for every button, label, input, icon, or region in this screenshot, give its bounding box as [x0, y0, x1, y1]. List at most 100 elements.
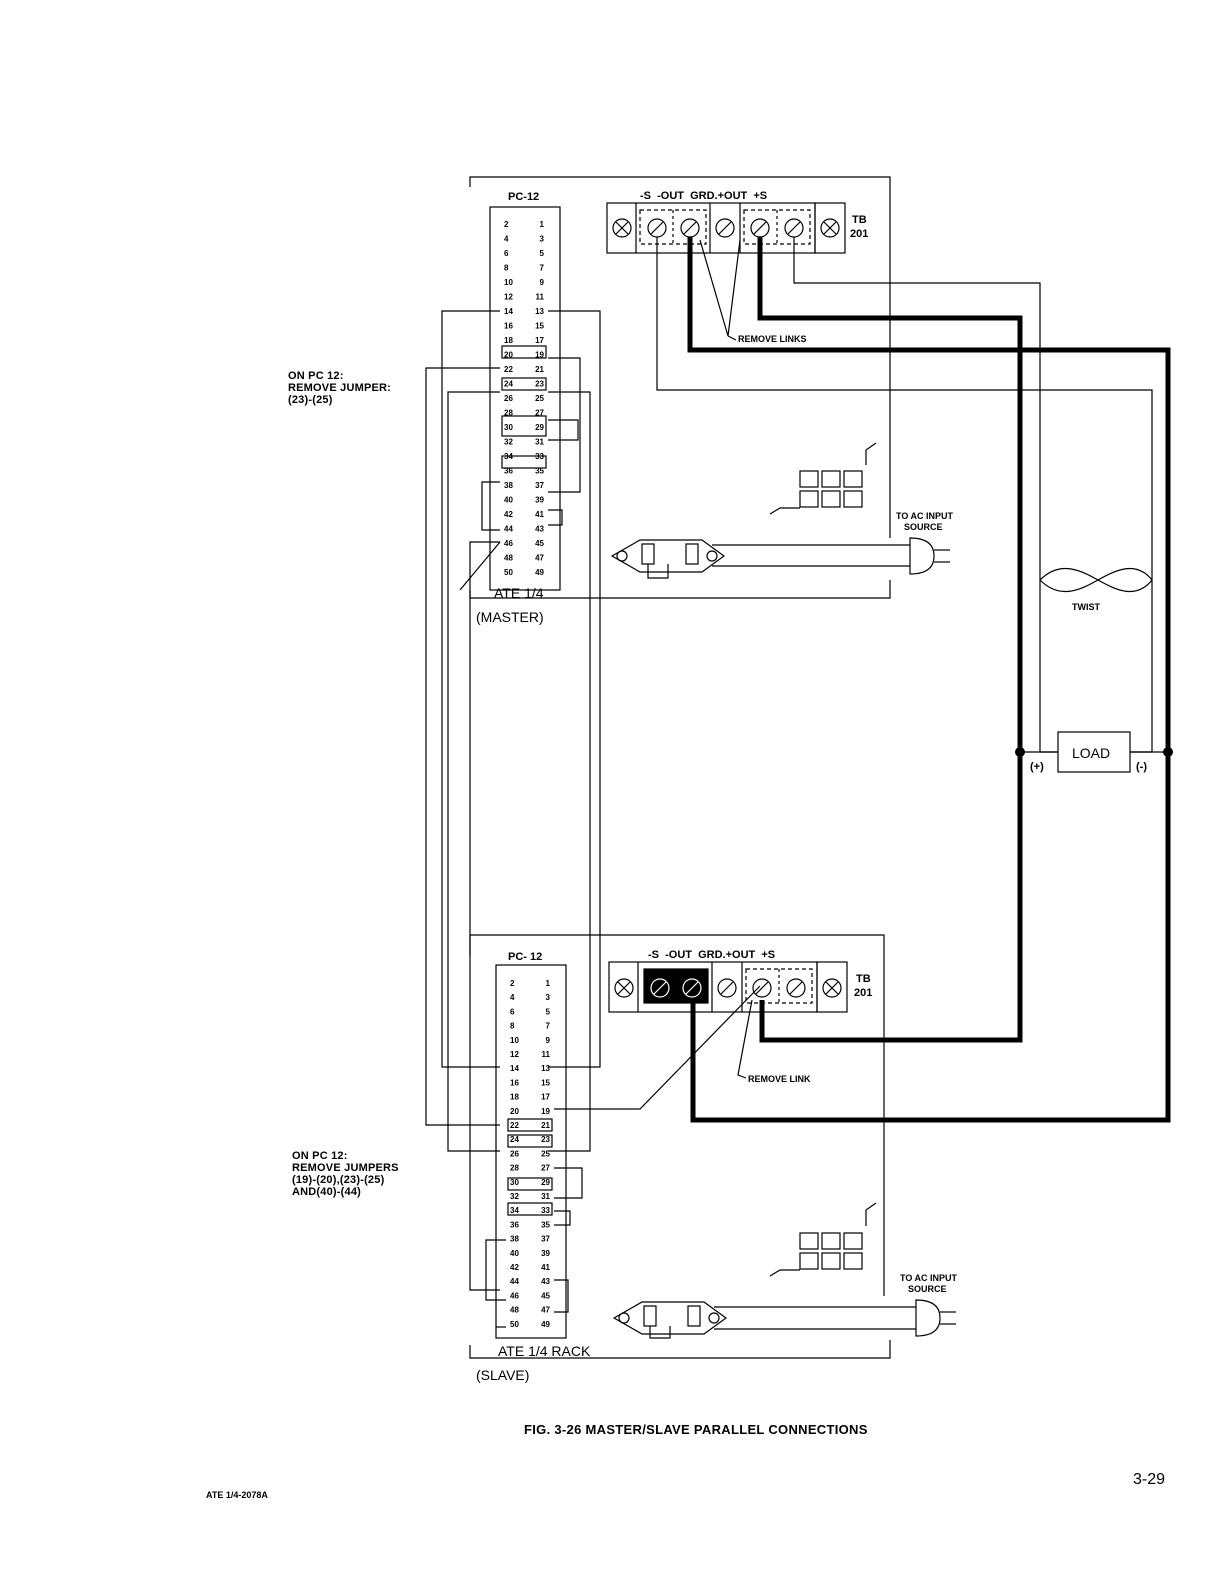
slave-pin-22: 22 — [510, 1121, 519, 1130]
master-loop-38 — [481, 481, 500, 531]
master-tb-label-2: 201 — [850, 228, 868, 240]
slave-pin-18: 18 — [510, 1093, 519, 1102]
slave-pin-13: 13 — [541, 1064, 550, 1073]
slave-unit-label: ATE 1/4 RACK — [498, 1343, 591, 1359]
slave-pin-17: 17 — [541, 1093, 550, 1102]
slave-terminal-header: -S -OUT GRD.+OUT +S — [648, 949, 775, 961]
slave-jumper-34-33 — [507, 1202, 553, 1216]
slave-note-line-1: ON PC 12: — [292, 1150, 348, 1162]
master-remove-links-pointer — [699, 239, 741, 337]
master-pin-40: 40 — [504, 496, 513, 505]
master-pin-46: 46 — [504, 539, 513, 548]
master-pin-34: 34 — [504, 452, 513, 461]
master-pin-27: 27 — [535, 409, 544, 418]
footer-document-id: ATE 1/4-2078A — [206, 1490, 268, 1500]
master-loop-21 — [548, 357, 581, 493]
twist-label: TWIST — [1072, 602, 1100, 612]
slave-pin-15: 15 — [541, 1078, 550, 1087]
master-chassis-line-bottom — [469, 580, 891, 599]
slave-pin-27: 27 — [541, 1164, 550, 1173]
slave-tb-label-2: 201 — [854, 987, 872, 999]
load-label: LOAD — [1072, 745, 1110, 761]
slave-chassis-line-top — [469, 934, 885, 1296]
master-tb-end — [814, 202, 846, 254]
slave-wire-19-to-out — [554, 985, 761, 1110]
master-note: ON PC 12: REMOVE JUMPER: (23)-(25) — [288, 370, 391, 406]
master-wire-26 — [447, 391, 500, 1152]
master-pin-39: 39 — [535, 496, 544, 505]
master-pin-19: 19 — [535, 351, 544, 360]
master-pin-17: 17 — [535, 336, 544, 345]
master-note-line-1: ON PC 12: — [288, 370, 344, 382]
load-minus-label: (-) — [1136, 761, 1147, 773]
slave-pin-20: 20 — [510, 1107, 519, 1116]
slave-pin-26: 26 — [510, 1149, 519, 1158]
slave-pin-4: 4 — [510, 993, 515, 1002]
page-number: 3-29 — [1133, 1471, 1166, 1488]
slave-pin-30: 30 — [510, 1178, 519, 1187]
slave-pin-19: 19 — [541, 1107, 550, 1116]
slave-jumper-22-21 — [507, 1118, 553, 1132]
master-pin-13: 13 — [535, 307, 544, 316]
master-loop-41 — [548, 509, 563, 526]
master-wire-25 — [548, 391, 591, 1152]
slave-pin-33: 33 — [541, 1206, 550, 1215]
master-pin-24: 24 — [504, 380, 513, 389]
slave-pin-28: 28 — [510, 1164, 519, 1173]
master-note-line-3: (23)-(25) — [288, 394, 333, 406]
master-pc12-connector — [489, 206, 561, 591]
master-pin-11: 11 — [536, 293, 545, 302]
slave-pin-29: 29 — [541, 1178, 550, 1187]
slave-pin-31: 31 — [541, 1192, 550, 1201]
master-pin-31: 31 — [535, 438, 544, 447]
master-pin-47: 47 — [535, 554, 544, 563]
master-tb-screw-right — [820, 218, 840, 238]
master-wire-22 — [425, 367, 500, 1126]
slave-pin-6: 6 — [510, 1007, 515, 1016]
slave-note-line-2: REMOVE JUMPERS — [292, 1162, 399, 1174]
master-pin-36: 36 — [504, 467, 513, 476]
slave-pin-38: 38 — [510, 1235, 519, 1244]
master-terminal-header: -S -OUT GRD.+OUT +S — [640, 190, 767, 202]
master-pin-26: 26 — [504, 394, 513, 403]
slave-link-minus-s-minus-out — [643, 968, 709, 1004]
master-wire-46 — [469, 541, 500, 1291]
master-pin-10: 10 — [504, 278, 513, 287]
master-note-line-2: REMOVE JUMPER: — [288, 382, 392, 394]
slave-pin-47: 47 — [541, 1306, 550, 1315]
master-terminal-block — [606, 202, 816, 254]
master-pin-29: 29 — [535, 423, 544, 432]
slave-note-line-3: (19)-(20),(23)-(25) — [292, 1174, 385, 1186]
master-loop-29 — [548, 419, 579, 441]
slave-pin-42: 42 — [510, 1263, 519, 1272]
slave-pin-21: 21 — [541, 1121, 550, 1130]
master-jumper-30-31 — [501, 415, 547, 437]
slave-pin-1: 1 — [546, 979, 551, 988]
slave-board-label: PC- 12 — [508, 951, 542, 963]
slave-pin-32: 32 — [510, 1192, 519, 1201]
master-pin-3: 3 — [540, 235, 545, 244]
master-pin-35: 35 — [535, 467, 544, 476]
master-wire-13 — [548, 310, 601, 1068]
master-pin-28: 28 — [504, 409, 513, 418]
master-pin-20: 20 — [504, 351, 513, 360]
master-pin-43: 43 — [535, 525, 544, 534]
master-pin-12: 12 — [504, 293, 513, 302]
slave-pin-14: 14 — [510, 1064, 519, 1073]
master-role-label: (MASTER) — [476, 609, 544, 625]
slave-pin-40: 40 — [510, 1249, 519, 1258]
twist-symbol — [1039, 567, 1153, 593]
master-pin-44: 44 — [504, 525, 513, 534]
figure-caption: FIG. 3-26 MASTER/SLAVE PARALLEL CONNECTI… — [524, 1422, 868, 1437]
master-pin-18: 18 — [504, 336, 513, 345]
slave-pin-2: 2 — [510, 979, 515, 988]
master-pin-6: 6 — [504, 249, 509, 258]
master-ac-input-label-2: SOURCE — [904, 522, 943, 532]
slave-ac-input-label-2: SOURCE — [908, 1284, 947, 1294]
master-pin-15: 15 — [535, 322, 544, 331]
master-pin-7: 7 — [540, 264, 545, 273]
slave-loop-27 — [554, 1167, 583, 1199]
slave-note: ON PC 12: REMOVE JUMPERS (19)-(20),(23)-… — [292, 1150, 399, 1198]
master-pin-30: 30 — [504, 423, 513, 432]
master-wire-diag — [459, 541, 501, 591]
